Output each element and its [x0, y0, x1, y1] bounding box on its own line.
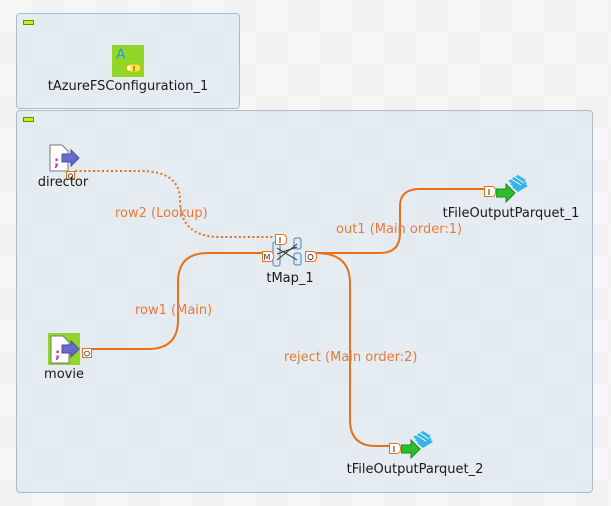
- azure-key-icon[interactable]: A: [112, 45, 144, 77]
- subjob-main[interactable]: [16, 110, 593, 493]
- tmap-icon[interactable]: [272, 236, 304, 268]
- connection-label-row2[interactable]: row2 (Lookup): [115, 206, 208, 221]
- parquet-output-icon[interactable]: [495, 175, 528, 204]
- component-label-azure-config: tAzureFSConfiguration_1: [47, 79, 209, 94]
- svg-text:;: ;: [54, 155, 59, 170]
- input-port[interactable]: [484, 183, 497, 197]
- file-input-icon[interactable]: ;: [48, 144, 80, 172]
- component-label-movie: movie: [44, 367, 84, 382]
- svg-text:M: M: [264, 253, 271, 262]
- component-label-output2: tFileOutputParquet_2: [346, 462, 484, 477]
- output-port[interactable]: [305, 248, 318, 262]
- file-input-icon[interactable]: ;: [48, 333, 80, 365]
- component-label-output1: tFileOutputParquet_1: [442, 206, 580, 221]
- connection-row1-main[interactable]: [92, 252, 266, 350]
- main-input-port[interactable]: M: [262, 248, 275, 262]
- output-port[interactable]: [66, 166, 75, 180]
- svg-text:;: ;: [55, 347, 60, 362]
- collapse-toggle[interactable]: [23, 20, 34, 25]
- connection-label-reject[interactable]: reject (Main order:2): [284, 350, 418, 365]
- lookup-input-port[interactable]: [275, 231, 288, 245]
- input-port[interactable]: [389, 440, 402, 454]
- connection-label-out1[interactable]: out1 (Main order:1): [336, 222, 463, 237]
- connection-reject-main[interactable]: [315, 252, 392, 447]
- connection-label-row1[interactable]: row1 (Main): [135, 303, 213, 318]
- component-label-tmap: tMap_1: [266, 271, 314, 286]
- parquet-output-icon[interactable]: [400, 431, 433, 460]
- svg-text:A: A: [116, 47, 126, 63]
- component-label-director: director: [37, 175, 89, 190]
- collapse-toggle[interactable]: [23, 117, 34, 122]
- output-port[interactable]: [82, 344, 92, 358]
- connection-out1-main[interactable]: [316, 188, 484, 254]
- connection-row2-lookup[interactable]: [75, 170, 275, 238]
